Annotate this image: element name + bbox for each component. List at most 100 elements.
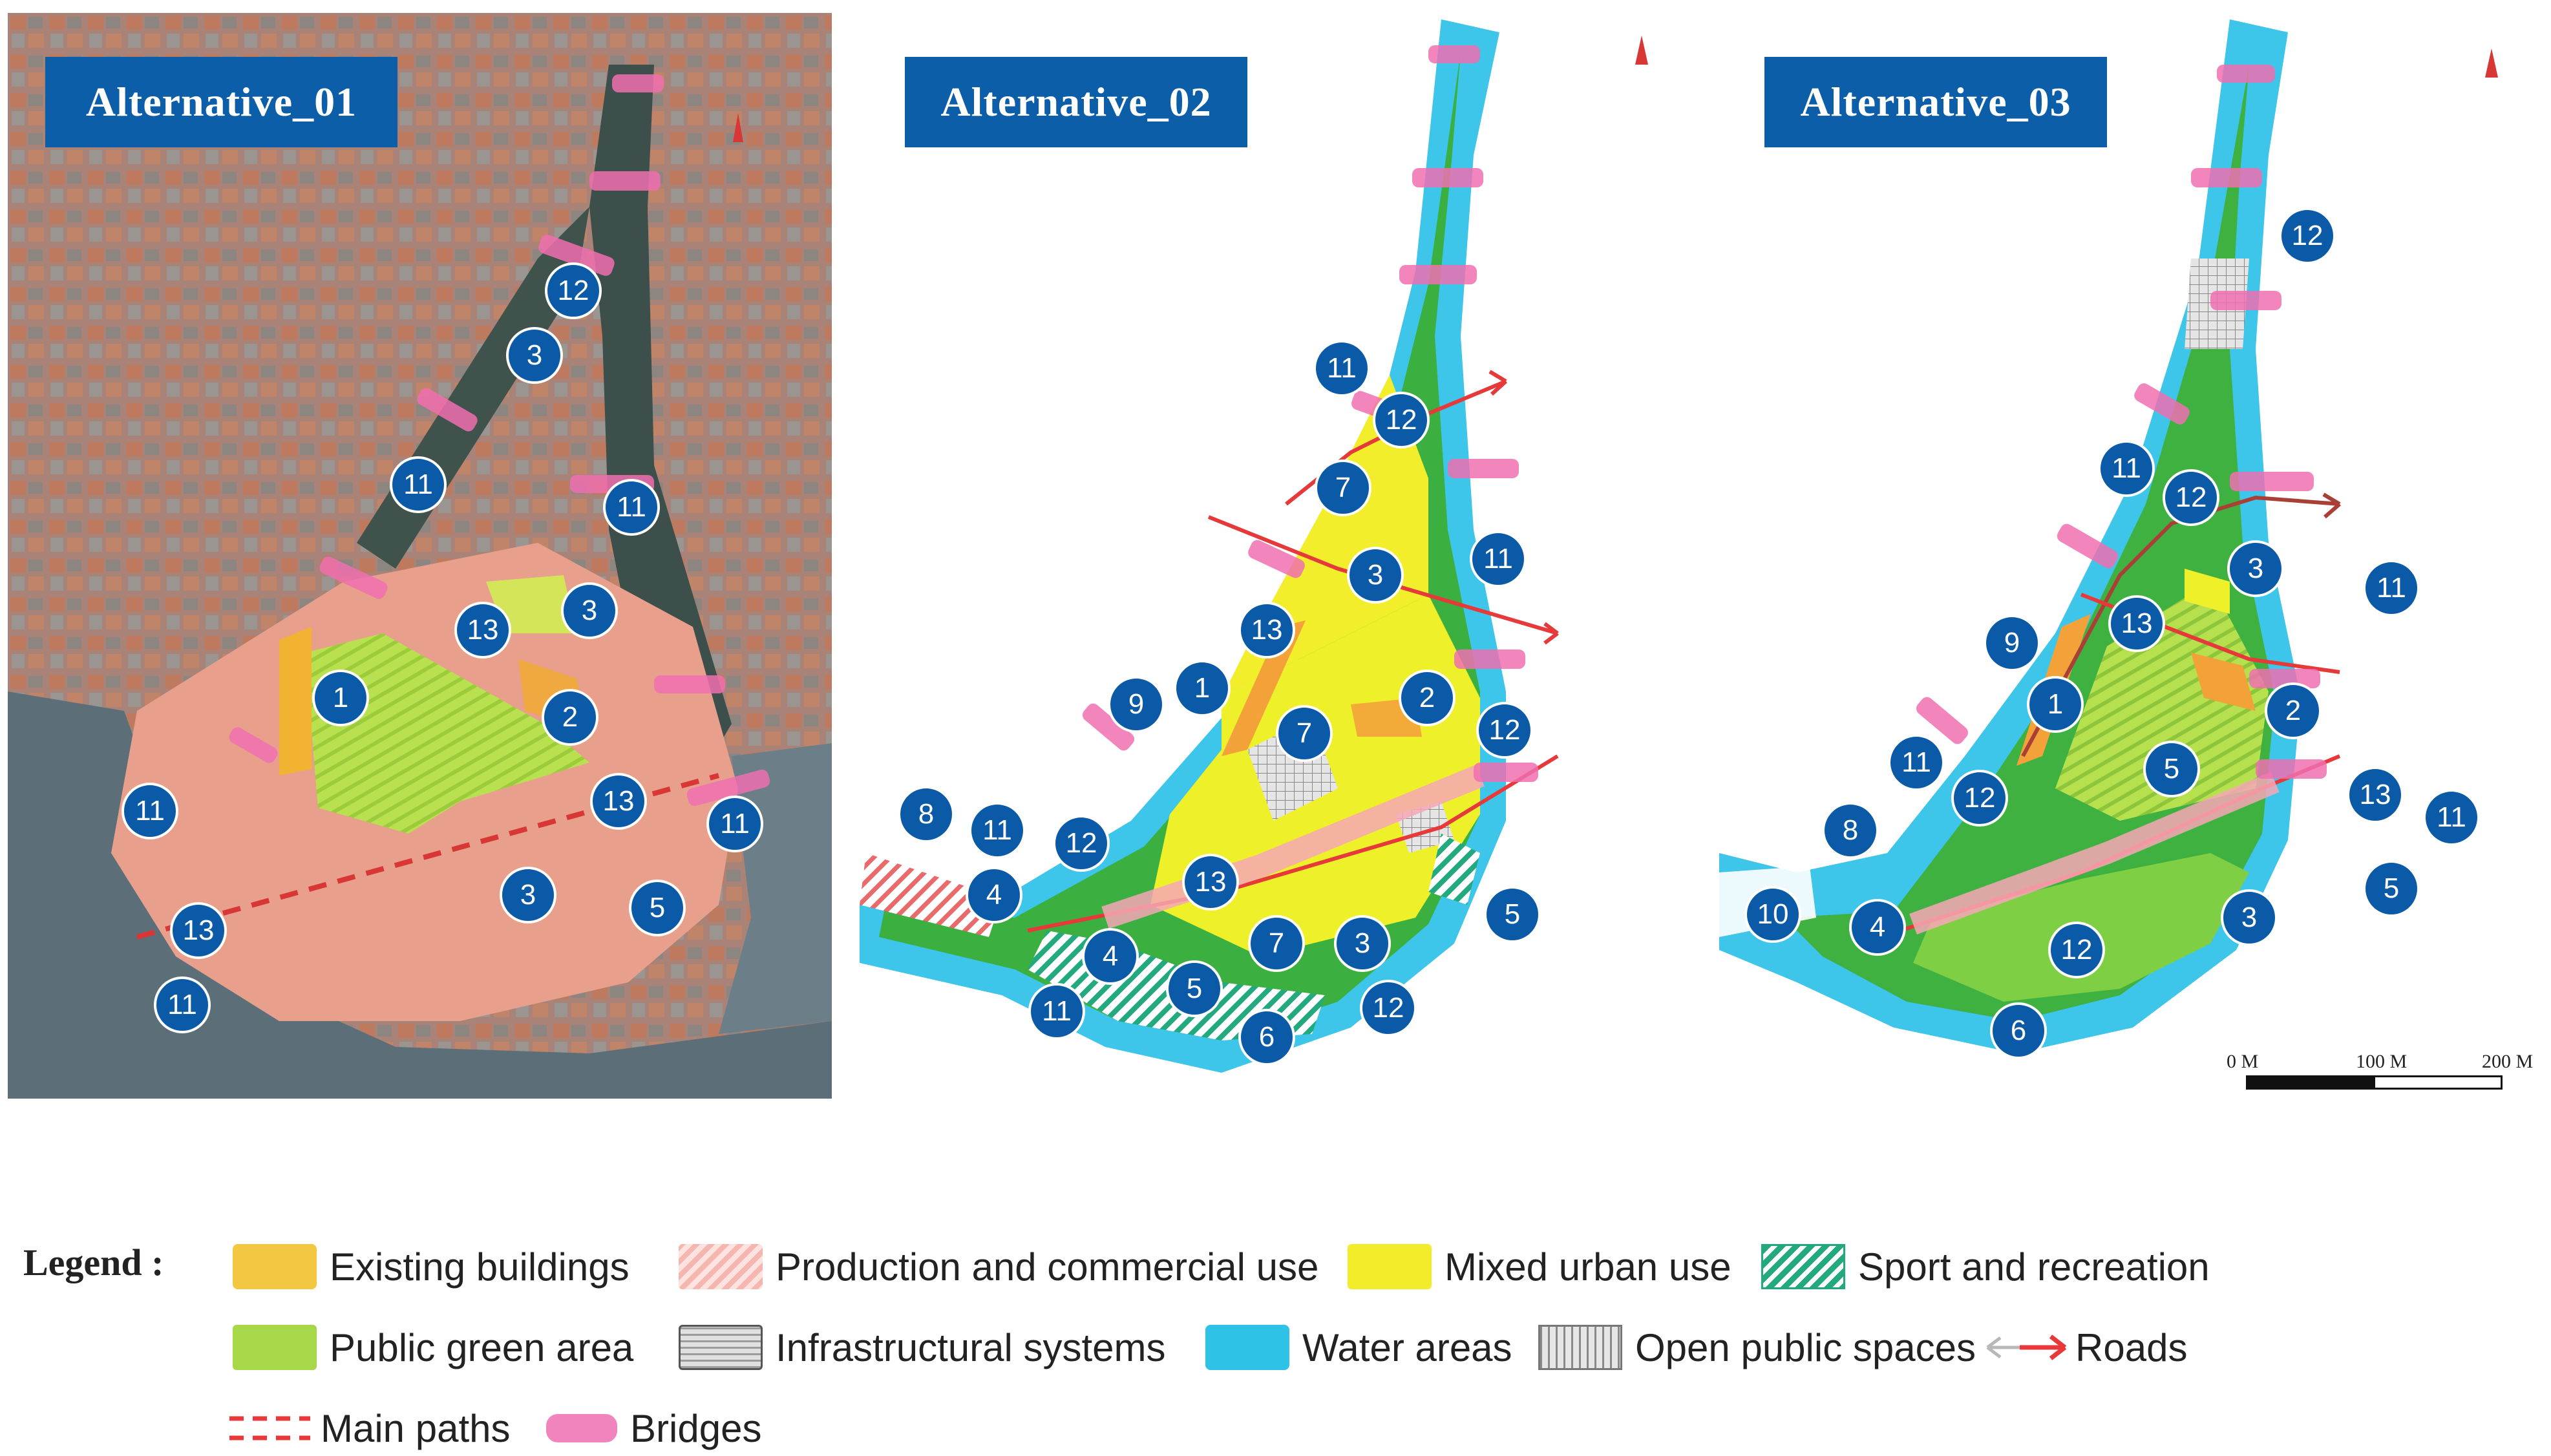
swatch [1761,1244,1845,1289]
number-marker: 11 [1888,734,1945,791]
number-marker: 11 [1028,983,1085,1040]
number-marker: 11 [1470,531,1527,587]
legend-label: Water areas [1302,1325,1512,1369]
swatch [1348,1244,1432,1289]
legend-item-roads: Roads [1981,1322,2187,1373]
legend-item-main-paths: Main paths [226,1402,511,1454]
swatch [679,1325,763,1370]
number-marker: 6 [1990,1002,2047,1059]
number-marker: 4 [1849,899,1906,956]
number-marker: 11 [122,783,178,839]
legend-item-infrastructural-systems: Infrastructural systems [679,1322,1166,1373]
number-marker: 12 [545,262,602,319]
number-marker: 4 [1082,928,1139,985]
number-marker: 8 [898,786,955,843]
alternative-01-panel: Alternative_01 12 3 11 11 13 3 1 2 11 13… [8,13,832,1099]
number-marker: 11 [2423,789,2480,846]
number-marker: 3 [500,867,556,923]
number-marker: 12 [2279,207,2336,264]
legend-label: Public green area [330,1325,634,1369]
number-marker: 6 [1238,1009,1295,1066]
number-marker: 13 [1238,602,1295,659]
panel-title: Alternative_03 [1764,57,2107,147]
main-paths-dashed-icon [229,1416,310,1440]
legend-label: Open public spaces [1635,1325,1976,1369]
number-marker: 1 [1174,660,1231,717]
number-marker: 5 [629,880,686,936]
swatch [233,1325,317,1370]
number-marker: 7 [1315,459,1371,516]
alternative-03-plan-sketch [1719,19,2498,1053]
number-marker: 12 [1476,702,1533,759]
number-marker: 11 [1313,340,1370,397]
number-marker: 7 [1276,705,1333,762]
number-marker: 3 [2221,889,2278,946]
scale-segment-light [2373,1075,2503,1090]
legend-label: Mixed urban use [1445,1245,1731,1289]
legend-item-water-areas: Water areas [1205,1322,1512,1373]
alternative-02-panel: Alternative_02 11 12 7 3 11 13 1 9 2 7 1… [860,13,1693,1099]
number-marker: 8 [1822,802,1879,859]
number-marker: 5 [2363,860,2420,917]
swatch [679,1244,763,1289]
number-marker: 10 [1744,886,1801,943]
alternative-02-plan-sketch [860,19,1648,1073]
swatch [546,1414,617,1442]
legend-label: Main paths [321,1406,511,1450]
number-marker: 13 [2347,766,2404,823]
legend-label: Roads [2075,1325,2188,1369]
number-marker: 12 [1373,392,1430,448]
legend-label: Existing buildings [330,1245,630,1289]
number-marker: 13 [454,602,511,659]
number-marker: 3 [1334,915,1391,972]
legend-item-bridges: Bridges [546,1402,761,1454]
legend-item-open-public-spaces: Open public spaces [1538,1322,1976,1373]
number-marker: 1 [312,670,369,726]
number-marker: 12 [2163,469,2219,526]
swatch [1538,1325,1622,1370]
number-marker: 1 [2027,676,2084,733]
legend-item-mixed-urban-use: Mixed urban use [1348,1241,1731,1292]
number-marker: 12 [2048,922,2105,978]
panel-title: Alternative_01 [45,57,397,147]
legend-item-public-green-area: Public green area [233,1322,633,1373]
number-marker: 9 [1984,615,2040,671]
swatch [233,1244,317,1289]
number-marker: 11 [390,456,447,513]
legend-label: Production and commercial use [776,1245,1319,1289]
number-marker: 13 [170,902,227,959]
number-marker: 2 [2265,682,2322,739]
number-marker: 4 [966,867,1022,923]
number-marker: 11 [969,802,1026,859]
number-marker: 12 [1951,770,2008,827]
number-marker: 13 [2108,595,2165,652]
panel-title: Alternative_02 [905,57,1247,147]
legend-label: Sport and recreation [1858,1245,2210,1289]
legend-item-existing-buildings: Existing buildings [233,1241,630,1292]
number-marker: 5 [1484,886,1541,943]
swatch [1205,1325,1289,1370]
legend-label: Bridges [630,1406,762,1450]
number-marker: 11 [2363,560,2420,617]
number-marker: 3 [1347,547,1404,604]
alternative-01-aerial-map [8,13,832,1099]
number-marker: 2 [1399,670,1455,726]
scale-label-100: 100 M [2356,1051,2408,1072]
roads-arrow-icon [1986,1335,2067,1360]
legend-item-sport-recreation: Sport and recreation [1761,1241,2210,1292]
number-marker: 9 [1108,676,1165,733]
scale-bar: 0 M 100 M 200 M [2227,1051,2537,1103]
number-marker: 7 [1248,915,1305,972]
number-marker: 11 [2098,440,2155,497]
number-marker: 12 [1053,815,1110,872]
number-marker: 5 [2143,741,2200,797]
number-marker: 12 [1360,980,1417,1037]
number-marker: 11 [154,976,211,1033]
legend-item-production-commercial: Production and commercial use [679,1241,1318,1292]
number-marker: 2 [542,689,598,746]
number-marker: 11 [706,796,763,852]
scale-label-200: 200 M [2482,1051,2534,1072]
scale-label-0: 0 M [2227,1051,2259,1072]
number-marker: 11 [603,479,660,536]
scale-segment-dark [2246,1075,2375,1090]
